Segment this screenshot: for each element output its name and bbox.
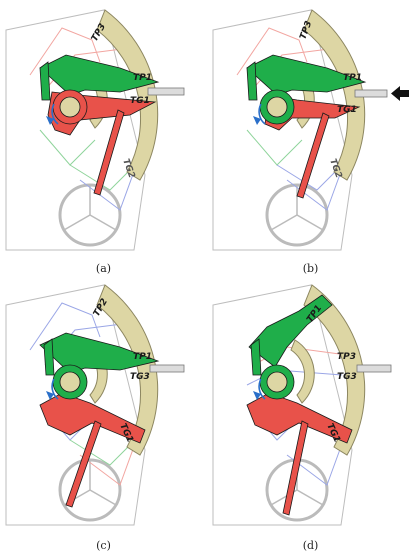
inner-tan-arc <box>290 339 315 404</box>
mechanism-diagram-c: TP2 TP1 TG3 TG1 <box>5 284 185 526</box>
rotation-arrowhead <box>46 116 54 125</box>
wheel-spokes <box>270 185 324 231</box>
pin-rod <box>356 364 392 373</box>
rotation-arrowhead <box>46 391 54 400</box>
label-middle: TG3 <box>130 372 150 382</box>
green-arm <box>43 338 55 376</box>
mechanism-diagram-b: TP3 TP1 TG1 TG2 <box>212 9 409 251</box>
pivot-inner <box>59 96 81 118</box>
green-arm <box>39 61 51 101</box>
green-arm <box>246 61 258 101</box>
frame-outline <box>5 9 146 251</box>
rotation-arrowhead <box>253 116 261 125</box>
rotation-arrow-icon <box>51 378 59 400</box>
tan-arc <box>96 9 159 181</box>
panel-b: TP3 TP1 TG1 TG2 (b) <box>207 0 414 275</box>
red-rod <box>93 109 125 196</box>
green-arm <box>250 338 262 376</box>
mechanism-diagram-a: TP3 TP1 TG1 TG2 <box>5 9 185 251</box>
red-rod <box>282 420 309 516</box>
caption-d: (d) <box>302 539 319 552</box>
rotation-arrow-icon <box>258 103 266 125</box>
caption-a: (a) <box>95 262 112 275</box>
label-middle: TG1 <box>337 105 357 115</box>
pin-rod <box>149 364 185 373</box>
wheel-spokes <box>63 185 117 231</box>
panel-a: TP3 TP1 TG1 TG2 (a) <box>0 0 207 275</box>
tan-arc <box>96 284 159 456</box>
rotation-arrow-icon <box>51 103 59 125</box>
pivot-inner <box>266 96 288 118</box>
pin-rod <box>354 89 388 98</box>
caption-b: (b) <box>302 262 319 275</box>
tan-arc <box>303 9 366 181</box>
pivot-inner <box>59 371 81 393</box>
caption-c: (c) <box>96 539 111 552</box>
mechanism-diagram-d: TP1 TP3 TG3 TG1 <box>212 284 392 526</box>
tan-arc <box>303 284 366 456</box>
panel-c: TP2 TP1 TG3 TG1 (c) <box>0 275 207 552</box>
frame-outline <box>5 284 146 526</box>
red-rod <box>296 112 330 199</box>
label-middle: TG3 <box>337 372 357 382</box>
label-upper: TP1 <box>343 73 362 83</box>
label-upper: TP1 <box>133 73 152 83</box>
rotation-arrow-icon <box>258 378 266 400</box>
label-upper: TP1 <box>133 352 152 362</box>
pin-rod <box>147 87 185 96</box>
label-middle: TG1 <box>130 96 150 106</box>
frame-outline <box>212 284 353 526</box>
frame-outline <box>212 9 353 251</box>
push-arrow-icon <box>391 86 409 101</box>
panel-d: TP1 TP3 TG3 TG1 (d) <box>207 275 414 552</box>
rotation-arrowhead <box>253 391 261 400</box>
green-rocker <box>248 294 333 368</box>
label-upper: TP3 <box>337 352 356 362</box>
pivot-inner <box>266 371 288 393</box>
red-rod <box>65 420 102 508</box>
